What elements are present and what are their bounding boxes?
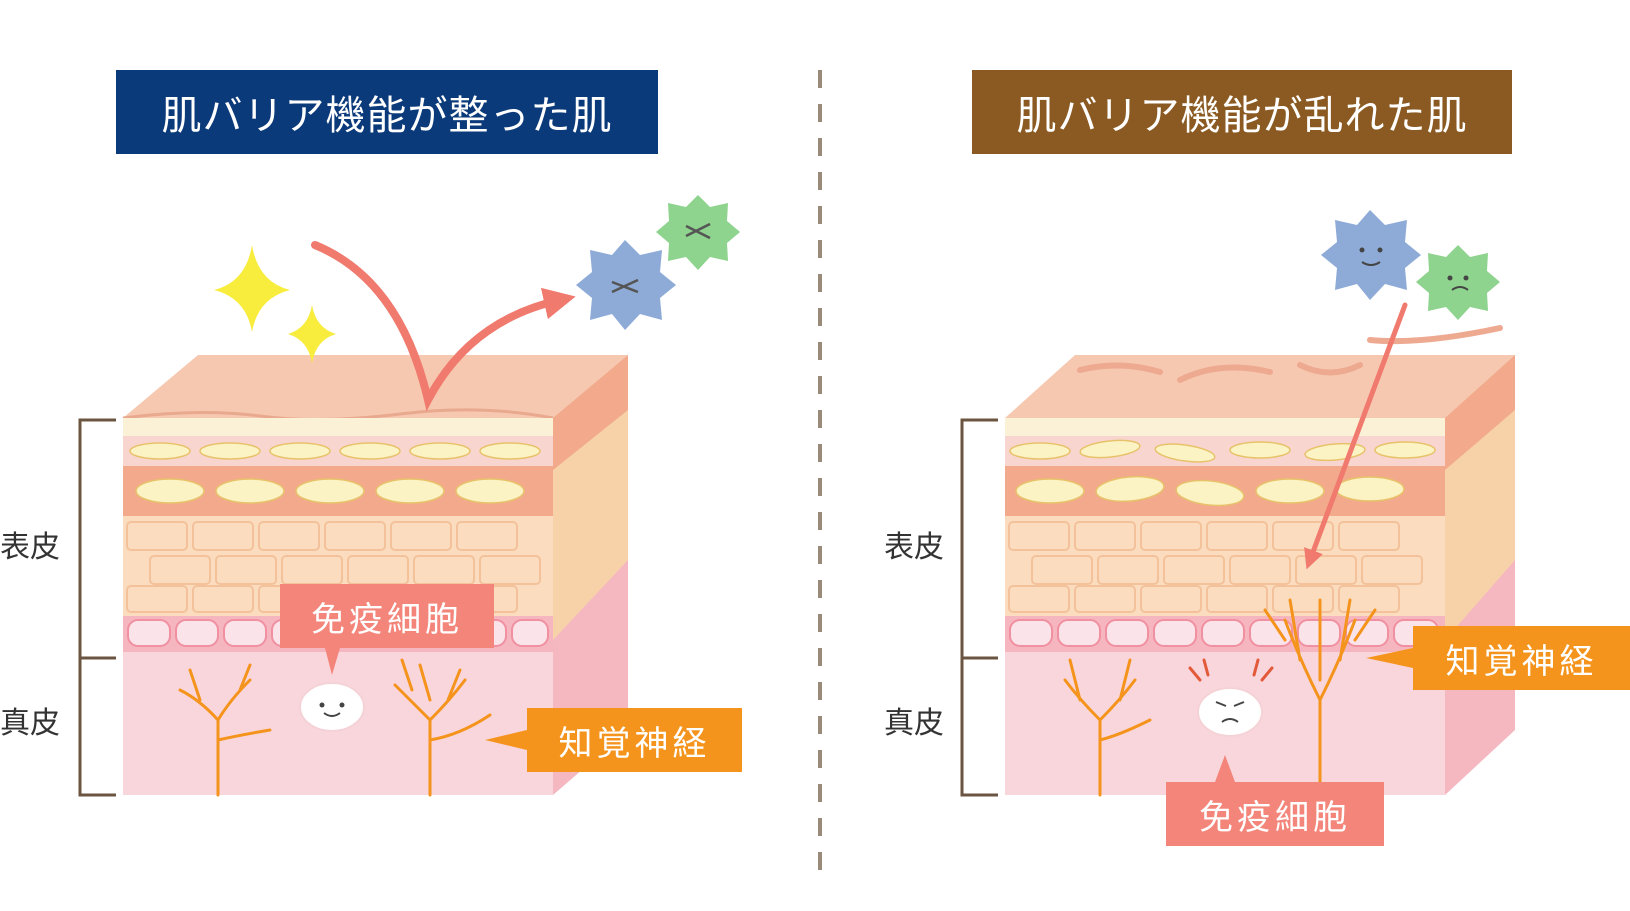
- healthy-epidermis-label: 表皮: [0, 530, 60, 565]
- nerve-icon: [178, 658, 492, 797]
- damaged-layer-bracket: [960, 418, 998, 797]
- nerve-callout-pointer: [1366, 648, 1413, 668]
- healthy-layer-bracket: [78, 418, 116, 797]
- damaged-immune-label: 免疫細胞: [1166, 782, 1384, 846]
- immune-callout-pointer: [1215, 755, 1235, 782]
- healthy-immune-label: 免疫細胞: [280, 584, 494, 648]
- damaged-panel-title: 肌バリア機能が乱れた肌: [972, 70, 1512, 154]
- sparkle-icon: [214, 245, 336, 363]
- damaged-nerve-label: 知覚神経: [1413, 626, 1630, 690]
- nerve-icon: [1063, 598, 1377, 797]
- deflect-arrow-icon: [311, 241, 576, 412]
- healthy-dermis-label: 真皮: [0, 706, 60, 741]
- damaged-epidermis-label: 表皮: [884, 530, 944, 565]
- germ-icon: [1321, 210, 1500, 320]
- immune-callout-pointer: [325, 648, 340, 675]
- healthy-nerve-label: 知覚神経: [527, 708, 742, 772]
- immune-cell-icon: [1188, 658, 1274, 737]
- immune-cell-icon: [299, 682, 365, 732]
- damaged-skin-block: [1005, 325, 1515, 797]
- damaged-dermis-label: 真皮: [884, 706, 944, 741]
- healthy-panel-title: 肌バリア機能が整った肌: [116, 70, 658, 154]
- germ-icon: [576, 195, 740, 330]
- nerve-callout-pointer: [485, 730, 527, 750]
- penetrate-arrow-icon: [1304, 302, 1408, 570]
